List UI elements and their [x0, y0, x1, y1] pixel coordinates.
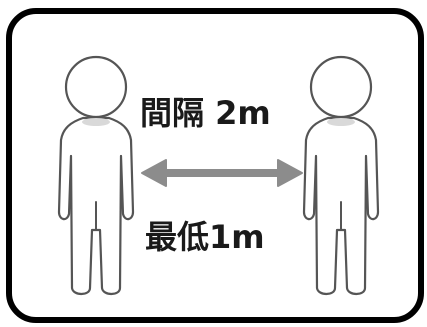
distance-label: 間隔 2m [140, 94, 271, 132]
person-left-icon [55, 52, 137, 298]
person-right-icon [300, 52, 382, 298]
double-arrow-icon [140, 158, 304, 188]
minimum-distance-label: 最低1m [145, 218, 265, 256]
